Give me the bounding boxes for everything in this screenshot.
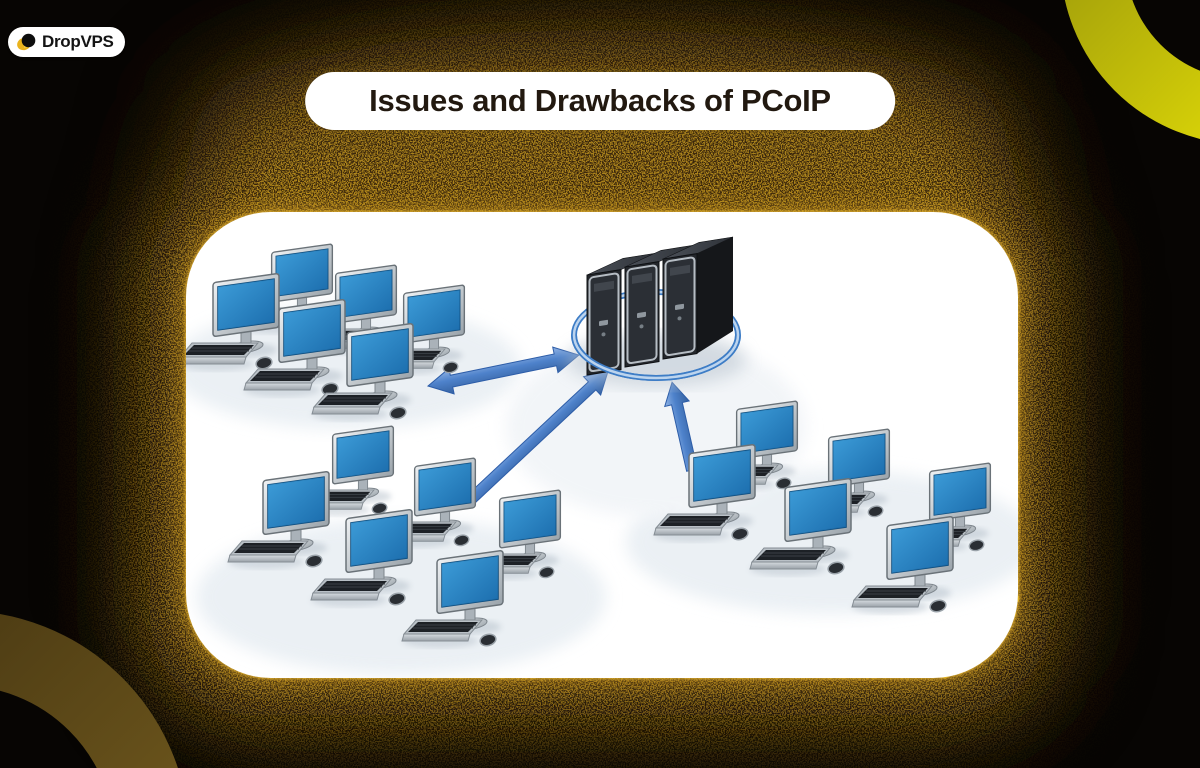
connection-arrows (426, 346, 698, 507)
title-badge: Issues and Drawbacks of PCoIP (305, 72, 895, 130)
corner-arc-top-right (1065, 0, 1200, 139)
brand-logo-icon (17, 33, 36, 51)
illustration-panel (186, 212, 1018, 678)
server-ring-front (571, 335, 741, 381)
server-tower (662, 253, 698, 360)
brand-name: DropVPS (42, 32, 114, 51)
arrow-bottom-cluster (463, 370, 609, 507)
corner-arc-bottom-left (0, 614, 178, 768)
network-illustration (186, 236, 1018, 675)
server-stack (566, 236, 746, 387)
server-tower (624, 261, 660, 368)
server-towers (586, 236, 734, 376)
page-title: Issues and Drawbacks of PCoIP (369, 83, 831, 118)
brand-badge: DropVPS (8, 27, 125, 57)
